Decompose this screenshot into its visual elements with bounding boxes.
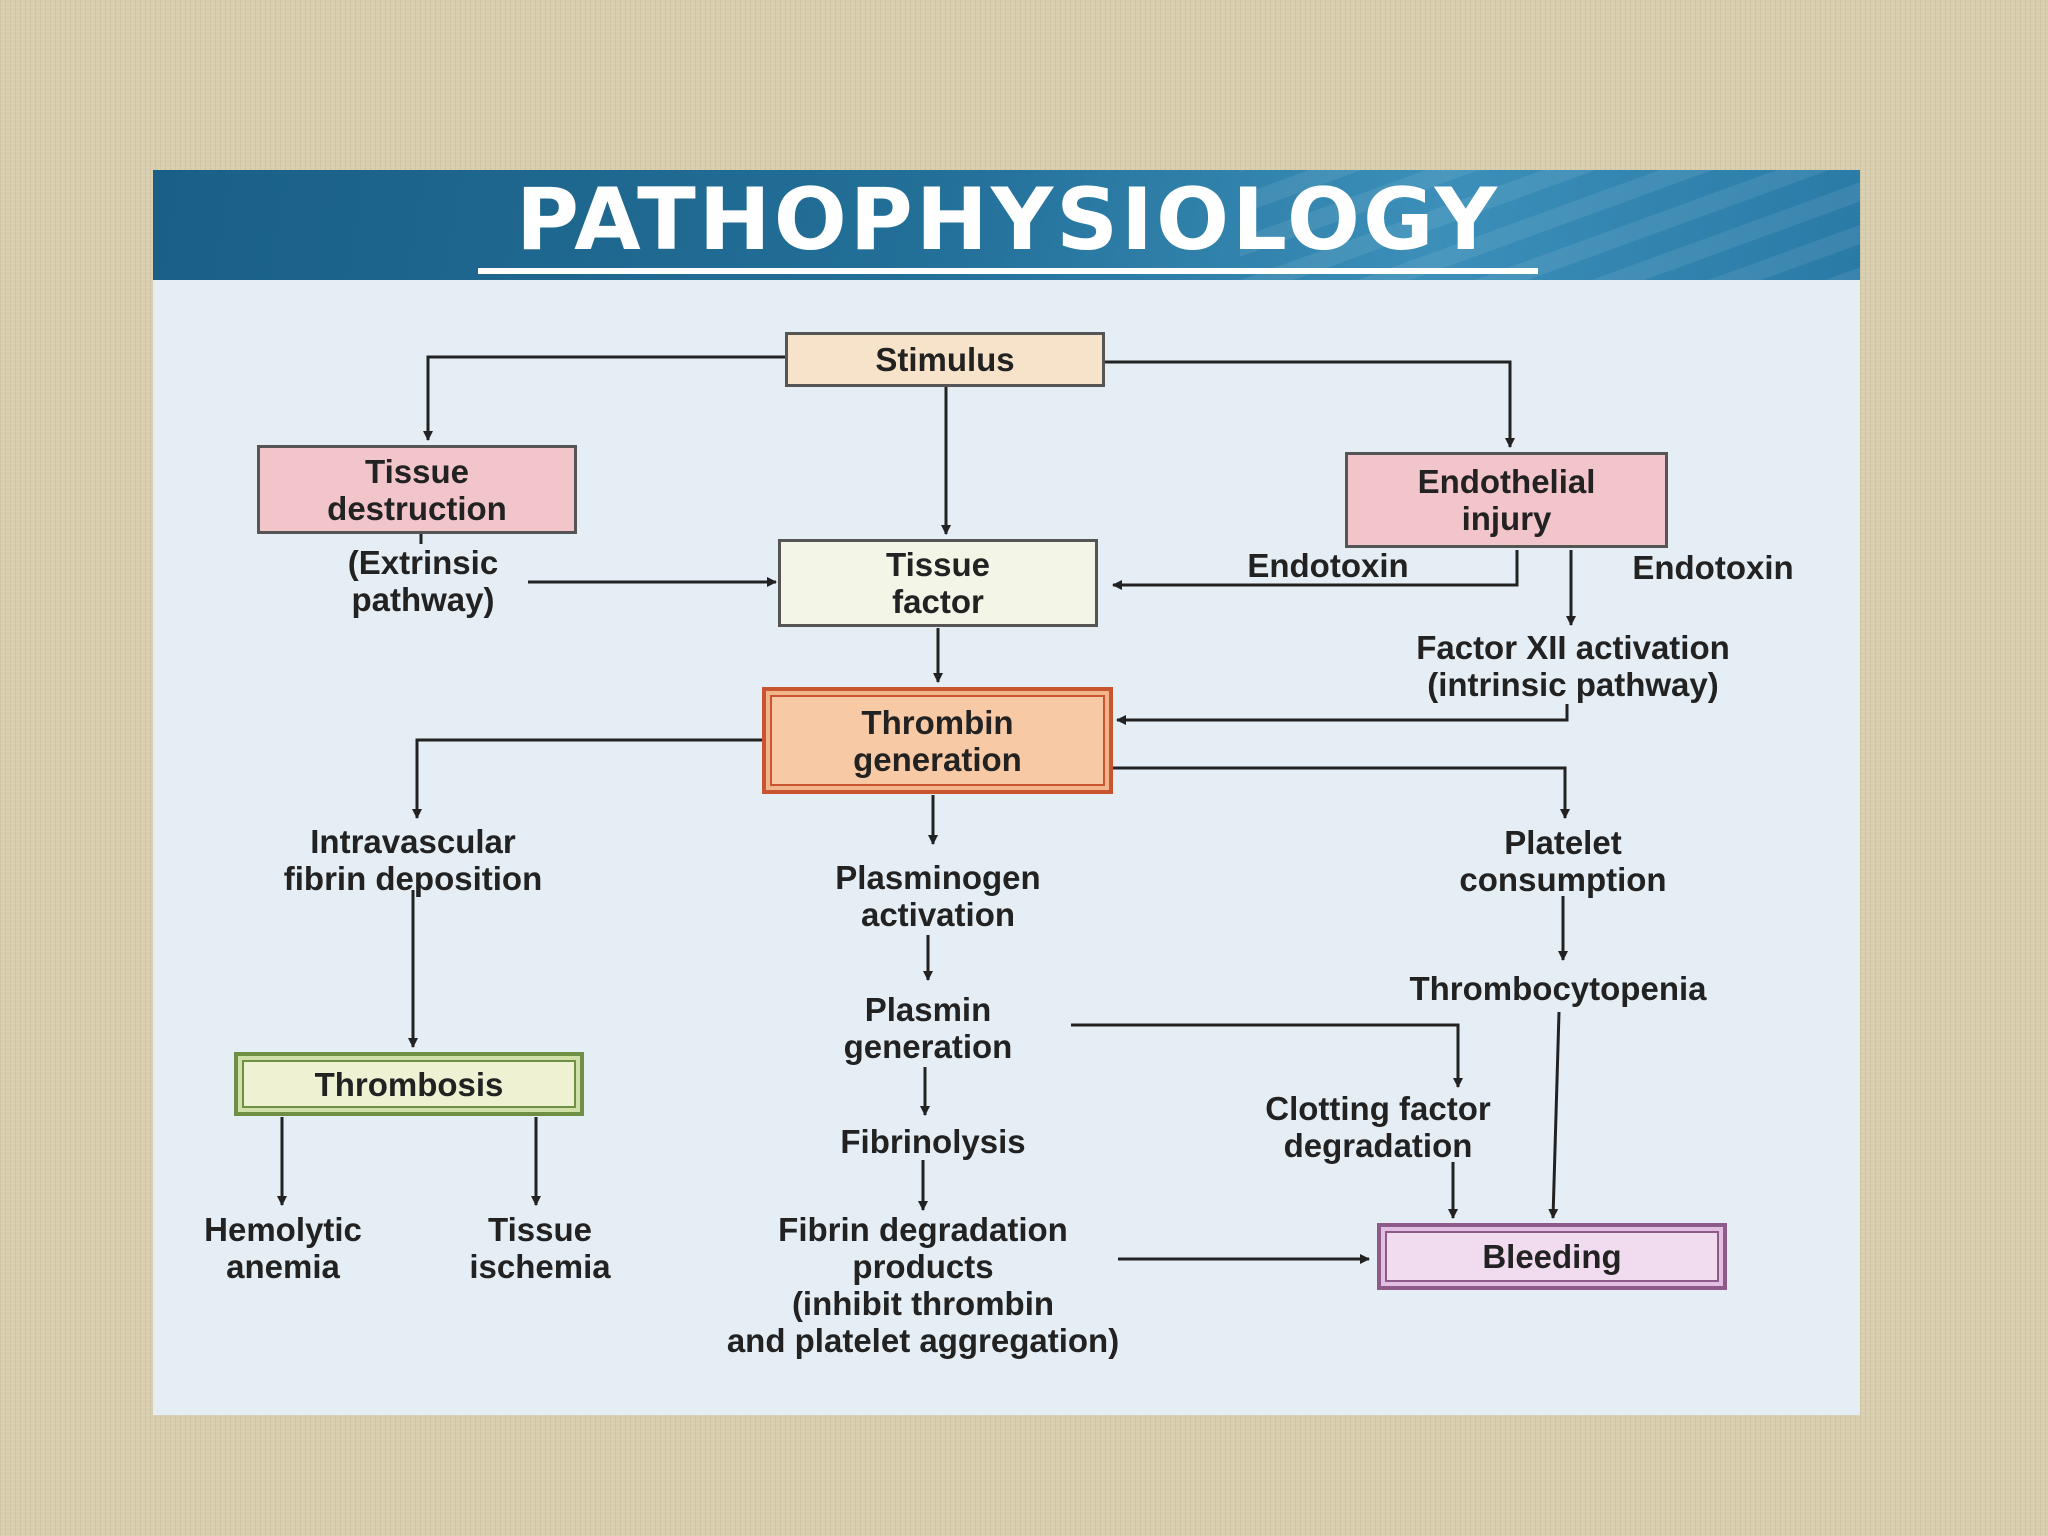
plasmin-generation-label: Plasmin generation (843, 991, 1013, 1065)
arrow-factor-xii-to-thrombin (1116, 704, 1569, 725)
arrow-plasmin-to-clotting-factor (1071, 1023, 1463, 1088)
endothelial-injury-box: Endothelial injury (1345, 452, 1668, 548)
tissue-destruction-box: Tissue destruction (257, 445, 577, 534)
bleeding-box: Bleeding (1377, 1223, 1727, 1290)
stimulus-box: Stimulus (785, 332, 1105, 387)
slide-title: PATHOPHYSIOLOGY (516, 170, 1500, 270)
fibrin-degradation-products-label: Fibrin degradation products (inhibit thr… (726, 1211, 1120, 1359)
thrombosis-box: Thrombosis (234, 1052, 584, 1116)
intravascular-fibrin-label: Intravascular fibrin deposition (283, 823, 543, 897)
flowchart-connectors (277, 355, 1576, 1264)
arrow-stimulus-to-tissue-destruction (423, 355, 785, 441)
arrow-endotoxin-to-tissue-factor (1112, 550, 1519, 590)
tissue-ischemia-label: Tissue ischemia (469, 1211, 611, 1285)
hemolytic-anemia-label: Hemolytic anemia (204, 1211, 362, 1285)
arrow-thrombin-to-platelet-consumption (1113, 766, 1570, 819)
extrinsic-pathway-label: (Extrinsic pathway) (347, 544, 499, 618)
thrombin-generation-box: Thrombin generation (762, 687, 1113, 794)
clotting-factor-degradation-label: Clotting factor degradation (1265, 1090, 1491, 1164)
platelet-consumption-label: Platelet consumption (1459, 824, 1667, 898)
slide: PATHOPHYSIOLOGY (153, 170, 1860, 1415)
factor-xii-label: Factor XII activation (intrinsic pathway… (1416, 629, 1730, 703)
arrow-thrombocytopenia-to-bleeding (1548, 1011, 1561, 1219)
plasminogen-activation-label: Plasminogen activation (835, 859, 1041, 933)
endotoxin-right-label: Endotoxin (1632, 548, 1794, 586)
endotoxin-left-label: Endotoxin (1247, 546, 1409, 584)
title-banner (153, 170, 1860, 280)
arrow-stimulus-to-endothelial-injury (1105, 360, 1515, 448)
tissue-factor-box: Tissue factor (778, 539, 1098, 627)
title-underline (478, 268, 1538, 274)
thrombocytopenia-label: Thrombocytopenia (1409, 969, 1707, 1007)
arrow-thrombin-to-intravascular-fibrin (412, 738, 780, 819)
fibrinolysis-label: Fibrinolysis (840, 1122, 1026, 1160)
